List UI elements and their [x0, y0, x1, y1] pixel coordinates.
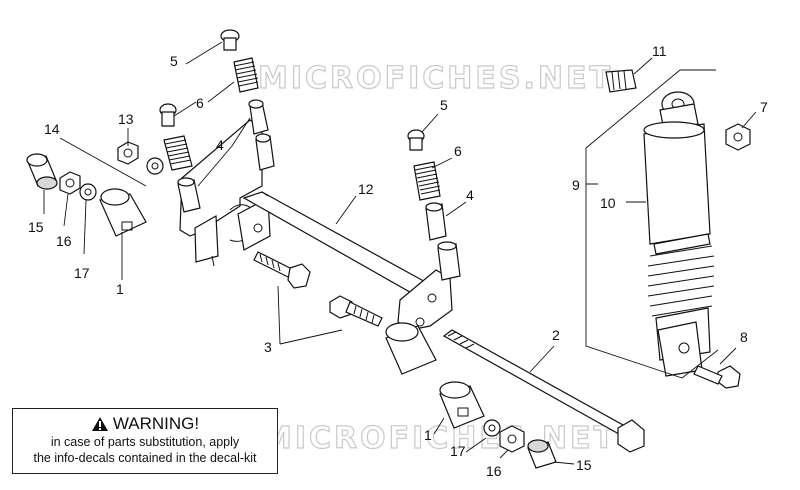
bushing-left-top	[177, 99, 275, 213]
warning-triangle-icon	[91, 417, 108, 431]
warning-line-1: in case of parts substitution, apply	[50, 435, 240, 449]
callout-16-left: 16	[56, 233, 72, 249]
callout-10: 10	[600, 195, 616, 211]
callout-labels: 5 6 4 13 14 15 16 17 1 12 3 5 6 4 11 7 9…	[28, 43, 768, 479]
warning-box: WARNING! in case of parts substitution, …	[12, 408, 278, 474]
callout-4-right: 4	[466, 187, 474, 203]
callout-16-right: 16	[486, 463, 502, 479]
callout-14: 14	[44, 121, 60, 137]
plunger-left	[159, 29, 240, 127]
callout-6-right: 6	[454, 143, 462, 159]
callout-2: 2	[552, 327, 560, 343]
bush-and-pin	[385, 322, 645, 453]
leader-lines	[43, 41, 757, 465]
watermark-top: MICROFICHES.NET	[258, 61, 613, 96]
callout-1-left: 1	[116, 281, 124, 297]
right-hardware	[439, 381, 557, 469]
callout-13: 13	[118, 111, 134, 127]
callout-4-left: 4	[216, 137, 224, 153]
spring-left	[163, 57, 259, 171]
bolt-lower	[329, 295, 383, 327]
callout-6-left: 6	[196, 95, 204, 111]
callout-1-right: 1	[424, 427, 432, 443]
pivot-bar	[242, 191, 442, 301]
callout-7: 7	[760, 99, 768, 115]
warning-title: WARNING!	[112, 414, 200, 433]
bolt-upper	[253, 251, 311, 289]
shock-absorber	[605, 69, 751, 389]
nut-washer-left	[117, 141, 164, 175]
spring-right	[407, 129, 461, 281]
callout-5-right: 5	[440, 97, 448, 113]
callout-17-left: 17	[74, 265, 90, 281]
callout-5-left: 5	[170, 53, 178, 69]
callout-8: 8	[740, 329, 748, 345]
callout-17-right: 17	[450, 443, 466, 459]
callout-9: 9	[572, 177, 580, 193]
callout-15-right: 15	[576, 457, 592, 473]
warning-heading: WARNING!	[13, 414, 277, 434]
watermark-bottom: MICROFICHES.NET	[262, 421, 617, 456]
warning-line-2: the info-decals contained in the decal-k…	[33, 451, 257, 465]
swingarm-bracket	[179, 119, 271, 267]
left-hardware	[26, 153, 147, 237]
callout-11: 11	[652, 43, 667, 59]
callout-3: 3	[264, 339, 272, 355]
callout-12: 12	[358, 181, 374, 197]
callout-15-left: 15	[28, 219, 44, 235]
